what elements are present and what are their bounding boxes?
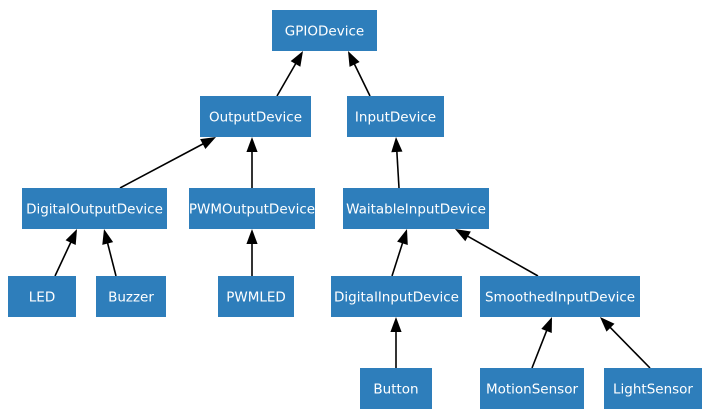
class-node-box[interactable]	[604, 368, 702, 409]
class-node-box[interactable]	[272, 10, 377, 51]
arrowhead-icon	[391, 137, 403, 153]
class-node-box[interactable]	[189, 188, 315, 229]
class-node-box[interactable]	[218, 276, 294, 317]
arrowhead-icon	[65, 229, 77, 245]
class-node-box[interactable]	[347, 96, 444, 137]
edge-line	[395, 148, 400, 189]
class-node-box[interactable]	[360, 368, 432, 409]
arrowhead-icon	[455, 229, 471, 242]
class-node-gpiodevice[interactable]: GPIODevice	[272, 10, 377, 51]
class-node-smoothedinputdevice[interactable]: SmoothedInputDevice	[480, 276, 640, 317]
class-node-button[interactable]: Button	[360, 368, 432, 409]
inheritance-edge	[246, 137, 258, 188]
arrowhead-icon	[541, 317, 552, 334]
edge-line	[276, 60, 298, 97]
arrowhead-icon	[348, 51, 360, 67]
class-node-outputdevice[interactable]: OutputDevice	[200, 96, 311, 137]
class-node-box[interactable]	[8, 276, 76, 317]
edge-line	[531, 327, 549, 369]
inheritance-edge	[600, 317, 651, 369]
edge-line	[352, 61, 371, 97]
edge-line	[391, 240, 405, 277]
edges-layer	[54, 51, 651, 369]
class-node-buzzer[interactable]: Buzzer	[96, 276, 166, 317]
arrowhead-icon	[102, 229, 114, 245]
class-node-pwmoutputdevice[interactable]: PWMOutputDevice	[189, 188, 315, 229]
edge-line	[465, 234, 539, 277]
class-node-inputdevice[interactable]: InputDevice	[347, 96, 444, 137]
class-node-box[interactable]	[96, 276, 166, 317]
inheritance-edge	[390, 317, 402, 368]
class-node-box[interactable]	[22, 188, 167, 229]
class-node-led[interactable]: LED	[8, 276, 76, 317]
inheritance-edge	[391, 229, 408, 277]
class-node-digitalinputdevice[interactable]: DigitalInputDevice	[331, 276, 462, 317]
arrowhead-icon	[246, 229, 258, 244]
class-node-digitaloutputdevice[interactable]: DigitalOutputDevice	[22, 188, 167, 229]
inheritance-edge	[119, 137, 216, 189]
inheritance-edge	[531, 317, 552, 369]
inheritance-edge	[348, 51, 371, 97]
class-node-box[interactable]	[480, 368, 584, 409]
class-node-motionsensor[interactable]: MotionSensor	[480, 368, 584, 409]
class-node-box[interactable]	[331, 276, 462, 317]
edge-line	[607, 325, 651, 369]
class-node-pwmled[interactable]: PWMLED	[218, 276, 294, 317]
inheritance-edge	[276, 51, 303, 97]
inheritance-edge	[54, 229, 77, 277]
class-node-lightsensor[interactable]: LightSensor	[604, 368, 702, 409]
inheritance-edge	[455, 229, 539, 277]
edge-line	[54, 239, 73, 277]
arrowhead-icon	[246, 137, 258, 152]
inheritance-edge	[102, 229, 117, 277]
class-node-box[interactable]	[343, 188, 489, 229]
arrowhead-icon	[397, 229, 408, 245]
arrowhead-icon	[200, 137, 216, 149]
arrowhead-icon	[390, 317, 402, 332]
class-node-box[interactable]	[200, 96, 311, 137]
edge-line	[119, 141, 206, 189]
arrowhead-icon	[290, 51, 303, 67]
inheritance-edge	[391, 137, 403, 189]
class-node-box[interactable]	[480, 276, 640, 317]
inheritance-edge	[246, 229, 258, 276]
arrowhead-icon	[600, 317, 615, 332]
edge-line	[106, 240, 117, 277]
class-node-waitableinputdevice[interactable]: WaitableInputDevice	[343, 188, 489, 229]
